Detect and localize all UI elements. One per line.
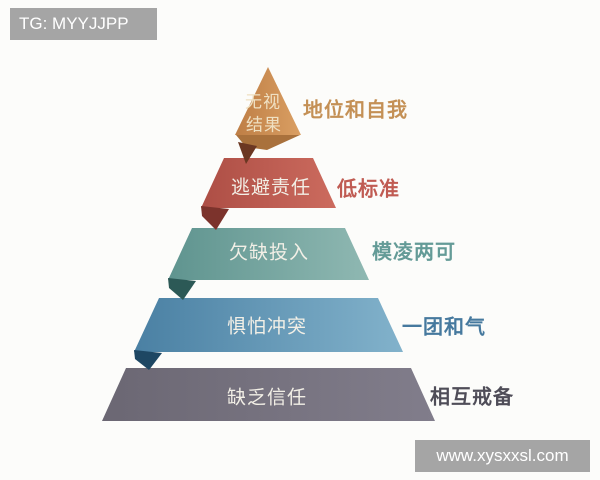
ribbon-tail-level2 <box>201 206 229 230</box>
pyramid-band-avoidance-of-accountability <box>201 158 336 208</box>
side-label-ambiguity: 模凌两可 <box>372 241 456 264</box>
pyramid-level5-label: 缺乏信任 <box>226 387 308 409</box>
watermark-top-left: TG: MYYJJPP <box>10 8 157 40</box>
side-label-artificial-harmony: 一团和气 <box>402 316 486 339</box>
side-label-mutual-guardedness: 相互戒备 <box>430 386 514 409</box>
side-label-low-standards: 低标准 <box>337 178 400 201</box>
ribbon-tail-level4 <box>134 350 162 370</box>
side-label-status-and-ego: 地位和自我 <box>303 99 408 122</box>
pyramid-band-fear-of-conflict <box>134 298 403 352</box>
pyramid-level1-label-line2: 结果 <box>246 115 282 135</box>
pyramid-band-inattention-to-results <box>235 67 301 135</box>
pyramid-level2-label: 逃避责任 <box>230 177 312 199</box>
pyramid-level4-label: 惧怕冲突 <box>226 316 308 338</box>
pyramid-band-lack-of-commitment <box>168 228 369 280</box>
pyramid-band-absence-of-trust <box>102 368 435 421</box>
watermark-bottom-right: www.xysxxsl.com <box>415 440 590 472</box>
ribbon-tail-level3 <box>168 278 196 300</box>
pyramid-level1-label-line1: 无视 <box>245 92 281 112</box>
pyramid-level3-label: 欠缺投入 <box>228 242 310 264</box>
ribbon-tail-level1 <box>238 142 257 164</box>
